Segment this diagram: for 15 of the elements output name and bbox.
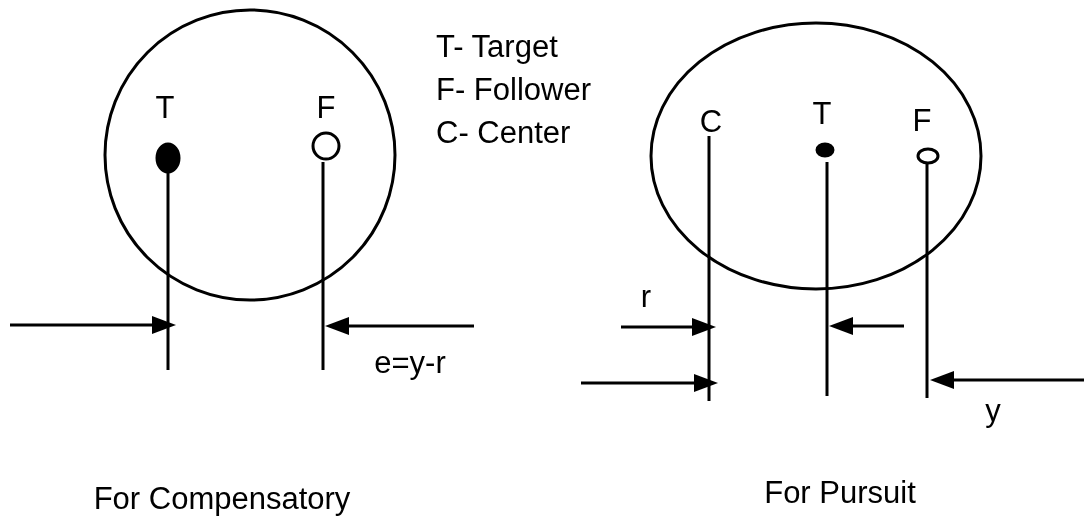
marker-label: C bbox=[699, 105, 723, 137]
variable-label: r bbox=[640, 280, 652, 312]
key-entry: F- Follower bbox=[436, 73, 591, 105]
marker-label: T bbox=[812, 97, 832, 129]
display-ellipse bbox=[649, 21, 983, 291]
marker-label: T bbox=[155, 91, 175, 123]
variable-label: y bbox=[985, 394, 1001, 426]
key-entry: T- Target bbox=[436, 30, 558, 62]
marker-label: F bbox=[912, 104, 932, 136]
variable-label: e=y-r bbox=[374, 346, 446, 378]
marker-label: F bbox=[316, 91, 336, 123]
display-circle bbox=[103, 8, 397, 302]
panel-caption: For Pursuit bbox=[764, 476, 916, 508]
panel-caption: For Compensatory bbox=[93, 482, 351, 514]
key-entry: C- Center bbox=[436, 116, 571, 148]
